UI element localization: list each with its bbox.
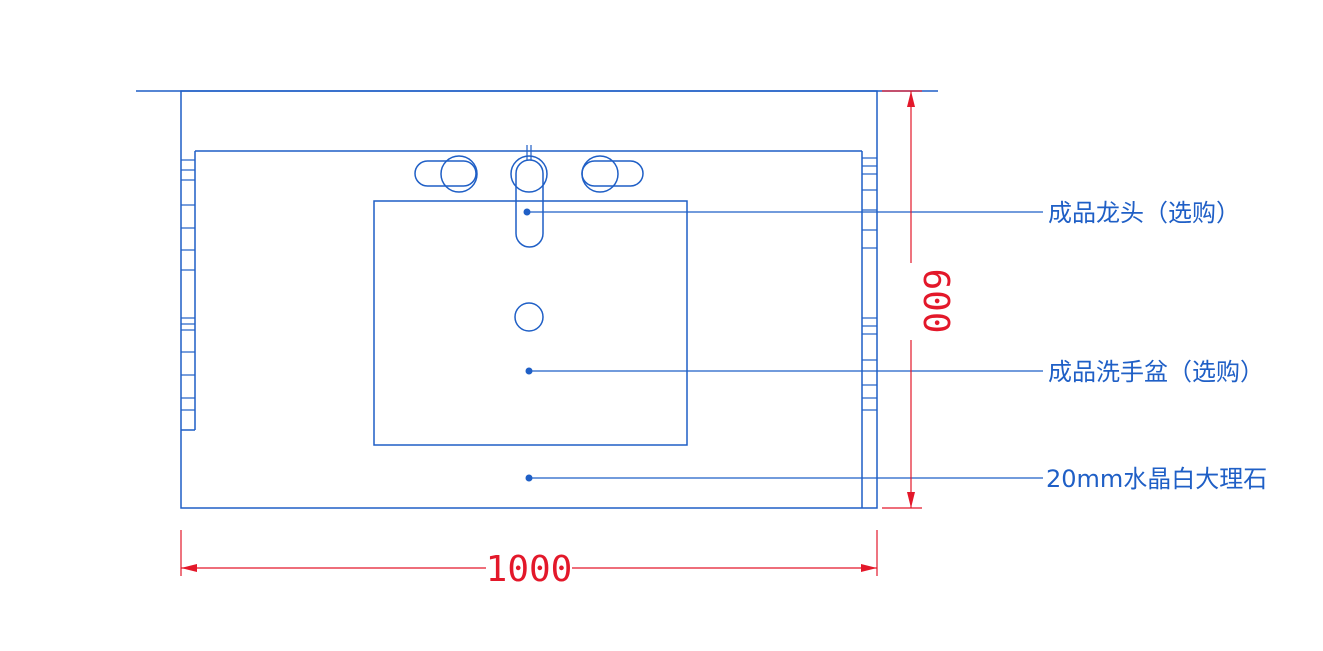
left-side-panel — [181, 151, 196, 431]
faucet-spout-icon — [510, 145, 548, 248]
height-dimension: 600 — [882, 90, 956, 509]
width-dimension: 1000 — [180, 530, 878, 590]
callout-marble: 20mm水晶白大理石 — [525, 465, 1267, 493]
basin-outline — [373, 200, 688, 446]
callout-basin-label: 成品洗手盆（选购） — [1048, 358, 1264, 386]
faucet-left-handle-icon — [414, 155, 478, 193]
callout-marble-label: 20mm水晶白大理石 — [1046, 465, 1267, 493]
countertop-outline — [180, 90, 878, 509]
callout-faucet: 成品龙头（选购） — [523, 199, 1240, 227]
faucet-right-handle-icon — [581, 155, 644, 193]
callout-basin: 成品洗手盆（选购） — [525, 358, 1264, 386]
right-side-panel — [861, 151, 877, 508]
callout-faucet-label: 成品龙头（选购） — [1048, 199, 1240, 227]
height-dimension-label: 600 — [915, 268, 956, 333]
width-dimension-label: 1000 — [486, 549, 573, 590]
drain-icon — [514, 302, 544, 332]
